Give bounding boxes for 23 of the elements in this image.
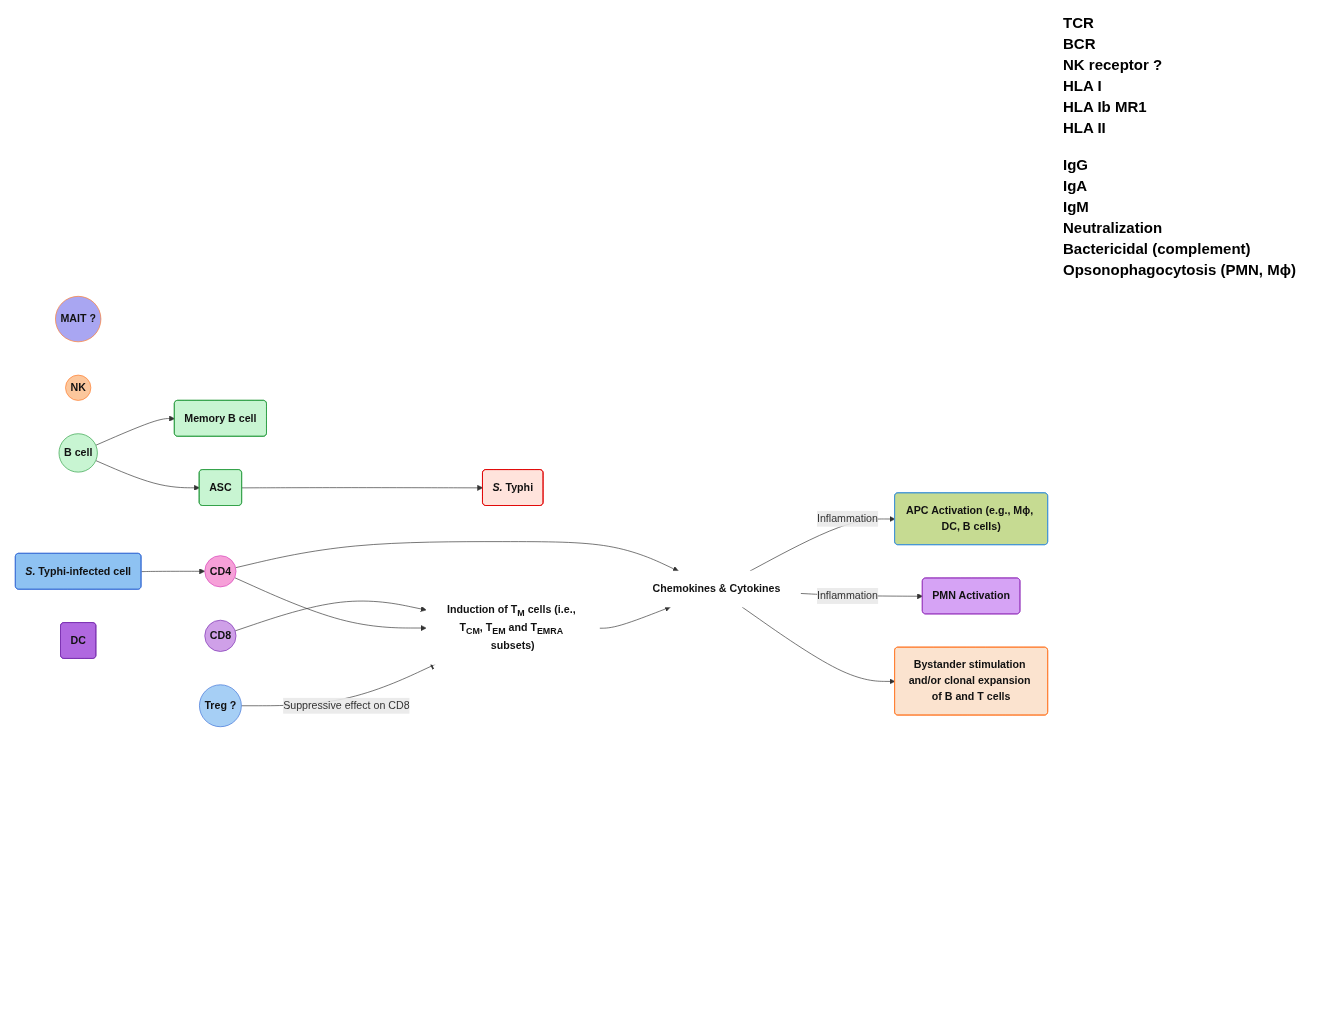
node-circle: B cell xyxy=(58,433,98,473)
legend-label: TCR xyxy=(1063,14,1094,31)
node-text: Chemokines & Cytokines xyxy=(652,583,781,595)
legend-label: BCR xyxy=(1063,35,1096,52)
edge-label: Suppressive effect on CD8 xyxy=(283,699,410,712)
note-label: IgG xyxy=(1063,156,1089,173)
node-circle: CD4 xyxy=(204,555,237,588)
note-label: Neutralization xyxy=(1063,219,1164,236)
node-circle: Treg ? xyxy=(199,684,242,728)
edge-label: Inflammation xyxy=(816,512,878,525)
node-circle: MAIT ? xyxy=(55,295,102,343)
node-circle: NK xyxy=(65,374,92,401)
legend-label: HLA Ib MR1 xyxy=(1063,98,1147,115)
legend-label: HLA II xyxy=(1063,119,1106,136)
legend-label: NK receptor ? xyxy=(1063,56,1163,73)
node-text: Induction of T$_{M}$ cells (i.e., T$_{CM}$, T$_{EM}$ and T$_{EMRA}$ subsets) xyxy=(446,604,576,652)
legend-label: HLA I xyxy=(1063,77,1102,94)
note-label: Bactericidal (complement) xyxy=(1063,240,1252,257)
node-circle: CD8 xyxy=(204,619,237,652)
note-label: IgA xyxy=(1063,177,1089,194)
edge-label: Inflammation xyxy=(816,589,878,602)
note-label: Opsonophagocytosis (PMN, Mϕ) xyxy=(1063,261,1297,278)
note-label: IgM xyxy=(1063,198,1090,215)
